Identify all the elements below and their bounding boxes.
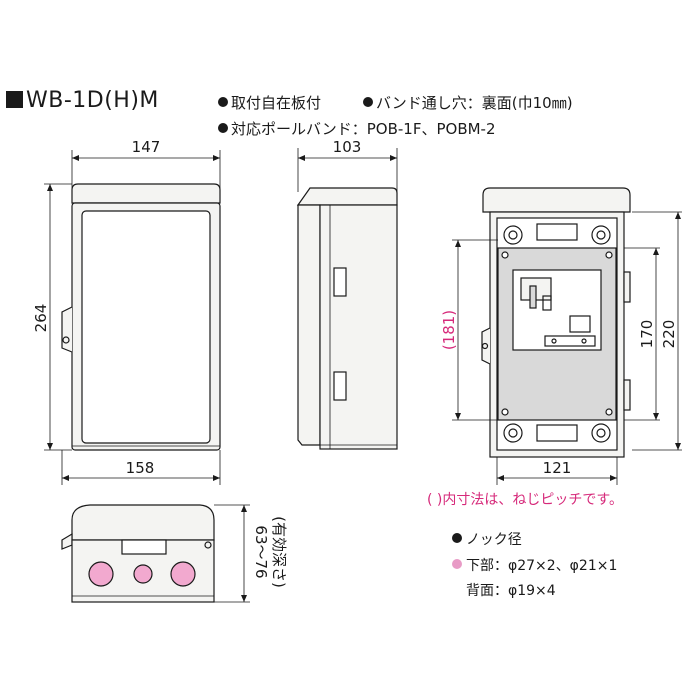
dim-bottom-depth: 63～76 bbox=[252, 525, 270, 578]
dim-bottom-depth-note: (有効深さ) bbox=[270, 516, 288, 588]
spec-item-band-hole: バンド通し穴：裏面(巾10㎜) bbox=[363, 92, 573, 113]
spec-item-pole-band: 対応ポールバンド：POB-1F、POBM-2 bbox=[218, 118, 496, 139]
side-view bbox=[296, 148, 398, 450]
dim-inner-width-121: 121 bbox=[543, 459, 572, 477]
model-name: WB-1D(H)M bbox=[26, 88, 159, 113]
front-view bbox=[44, 150, 221, 485]
bullet-icon bbox=[218, 97, 228, 107]
dim-front-width-147: 147 bbox=[132, 138, 161, 156]
pink-bullet-icon bbox=[452, 559, 462, 569]
dim-side-depth-103: 103 bbox=[333, 138, 362, 156]
bottom-view bbox=[61, 504, 250, 603]
dim-front-height-264: 264 bbox=[32, 304, 50, 333]
knockout-row-bottom: 下部：φ27×2、φ21×1 bbox=[452, 555, 617, 575]
square-bullet-icon bbox=[6, 91, 23, 108]
pitch-dimension bbox=[452, 239, 498, 421]
dim-front-width-158: 158 bbox=[126, 459, 155, 477]
inside-view bbox=[481, 187, 682, 485]
bullet-icon bbox=[452, 533, 462, 543]
bullet-icon bbox=[363, 97, 373, 107]
spec-item-mount-plate: 取付自在板付 bbox=[218, 92, 321, 113]
model-title: WB-1D(H)M bbox=[6, 88, 159, 113]
dim-inner-height-170: 170 bbox=[638, 320, 656, 349]
knockout-heading: ノック径 bbox=[452, 529, 522, 549]
pitch-note: ( )内寸法は、ねじピッチです。 bbox=[427, 492, 623, 508]
dim-pitch-181: (181) bbox=[440, 310, 458, 350]
dim-inner-height-220: 220 bbox=[660, 320, 678, 349]
knockout-row-back: 背面：φ19×4 bbox=[466, 583, 556, 599]
bullet-icon bbox=[218, 123, 228, 133]
